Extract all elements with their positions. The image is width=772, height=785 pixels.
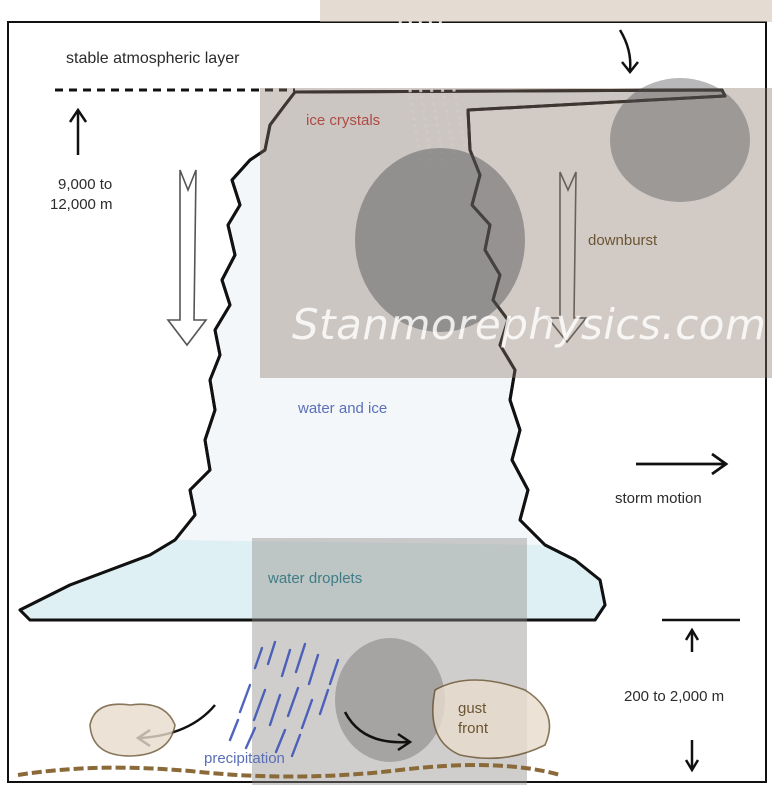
storm-motion-arrow — [636, 454, 726, 474]
ice-crystals-label: ice crystals — [306, 112, 380, 129]
photo-vase-right — [610, 78, 750, 202]
height-top-label-line2: 12,000 m — [50, 196, 113, 213]
gust-label-line2: front — [458, 720, 488, 737]
gust-label-line1: gust — [458, 700, 486, 717]
precipitation-label: precipitation — [204, 750, 285, 767]
height-top-arrow — [70, 110, 86, 155]
top-right-arrow — [620, 30, 638, 72]
water-droplets-label: water droplets — [268, 570, 362, 587]
watermark-text: Stanmorephysics.com — [292, 300, 766, 349]
water-and-ice-label: water and ice — [298, 400, 387, 417]
downdraft-arrow-left — [168, 170, 206, 345]
gust-front-right — [433, 680, 550, 758]
photo-vase-bottom — [335, 638, 445, 762]
stable-layer-label: stable atmospheric layer — [66, 50, 239, 68]
gust-front-left — [90, 704, 175, 756]
storm-motion-label: storm motion — [615, 490, 702, 507]
height-top-label-line1: 9,000 to — [58, 176, 112, 193]
downburst-label: downburst — [588, 232, 657, 249]
height-bottom-label: 200 to 2,000 m — [624, 688, 724, 705]
photo-overlay-top-strip — [320, 0, 772, 22]
